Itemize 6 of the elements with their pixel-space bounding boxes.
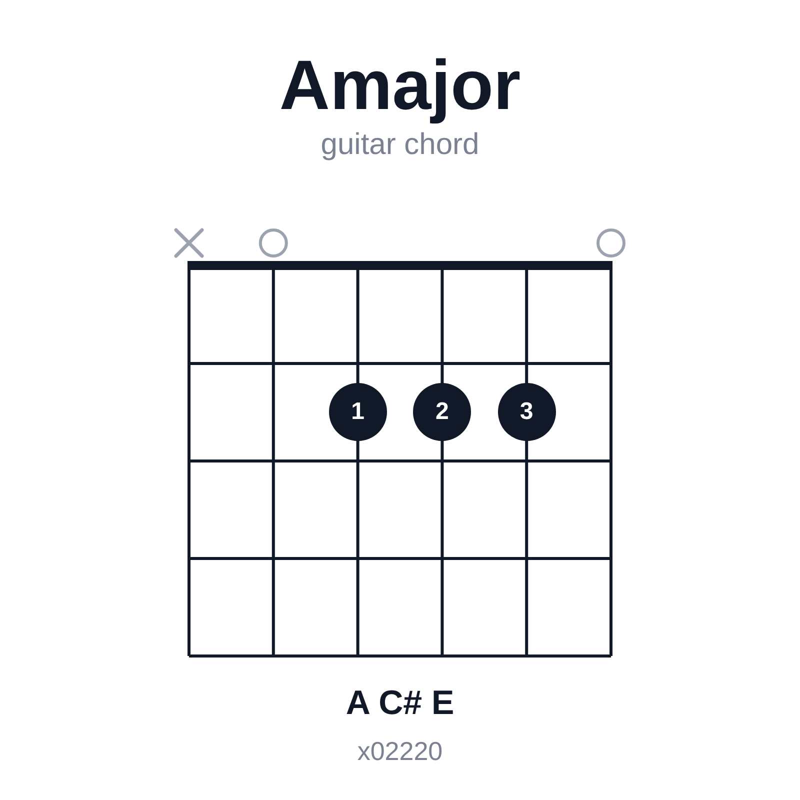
- finger-dot: 3: [498, 383, 556, 442]
- chord-notes: A C# E: [346, 686, 454, 720]
- subtitle: guitar chord: [320, 130, 480, 160]
- fingering-code: x02220: [357, 738, 443, 764]
- finger-dot: 1: [328, 383, 387, 442]
- finger-dot: 2: [413, 383, 472, 442]
